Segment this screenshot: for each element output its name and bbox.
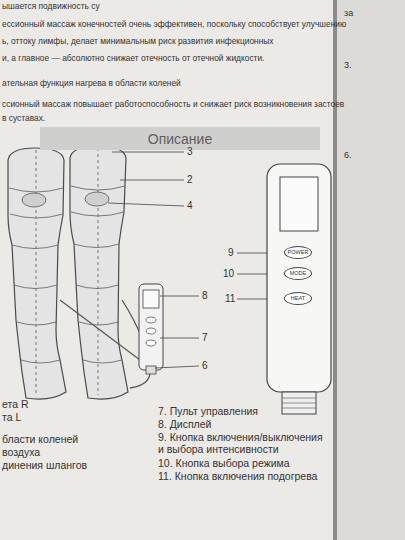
body-text: ательная функция нагрева в области колен… xyxy=(2,79,181,89)
connector-ridges xyxy=(282,398,316,408)
next-page-fragment: 3. xyxy=(344,60,352,70)
knee-pads xyxy=(22,192,109,207)
callout-number: 11 xyxy=(225,293,235,305)
parts-list-item: 10. Кнопка выбора режима xyxy=(158,457,290,469)
air-hoses xyxy=(60,300,150,388)
callout-number: 4 xyxy=(187,200,193,212)
leg-wraps xyxy=(8,146,128,399)
callout-number: 6 xyxy=(202,360,208,372)
mode-button: MODE xyxy=(284,267,312,280)
parts-list-item: воздуха xyxy=(2,446,40,458)
remote-display xyxy=(280,177,318,231)
right-leg-wrap xyxy=(70,146,128,399)
section-band: Описание xyxy=(40,127,320,150)
small-connector xyxy=(146,366,156,374)
next-page-fragment: 6. xyxy=(344,150,352,160)
button-label: MODE xyxy=(290,271,307,277)
parts-list-item: бласти коленей xyxy=(2,433,78,445)
parts-list-item: 11. Кнопка включения подогрева xyxy=(158,470,317,482)
callout-number: 2 xyxy=(187,174,193,186)
left-leg-wrap xyxy=(8,148,66,399)
body-text: ессионный массаж конечностей очень эффек… xyxy=(2,20,346,30)
remote-connector xyxy=(282,392,316,414)
remote-body xyxy=(267,164,331,392)
small-buttons xyxy=(146,317,156,346)
wrap-seams xyxy=(9,148,125,395)
parts-list-item: 8. Дисплей xyxy=(158,418,211,430)
callout-number: 8 xyxy=(202,290,208,302)
power-button: POWER xyxy=(284,246,312,259)
callout-number: 7 xyxy=(202,332,208,344)
callout-number: 10 xyxy=(223,268,234,280)
button-label: POWER xyxy=(288,250,309,256)
section-heading: Описание xyxy=(148,132,212,146)
small-display xyxy=(143,290,159,308)
page-gap xyxy=(333,0,337,540)
heat-button: HEAT xyxy=(284,292,312,305)
parts-list-item: 9. Кнопка включения/выключения и выбора … xyxy=(158,431,330,455)
parts-list-item: динения шлангов xyxy=(2,459,87,471)
body-text: в суставах. xyxy=(2,114,45,124)
parts-list-item: 7. Пульт управления xyxy=(158,405,258,417)
leader-lines xyxy=(108,152,285,368)
button-label: HEAT xyxy=(291,296,305,302)
body-text: ышается подвижность су xyxy=(2,2,100,12)
next-page-fragment: за xyxy=(344,8,353,18)
parts-list-item: ета R xyxy=(2,398,29,410)
parts-list-item: та L xyxy=(2,411,21,423)
body-text: и, а главное — абсолютно снижает отечнос… xyxy=(2,54,264,64)
callout-number: 3 xyxy=(187,146,193,158)
body-text: ссионный массаж повышает работоспособнос… xyxy=(2,100,344,110)
next-page xyxy=(336,0,405,540)
callout-number: 9 xyxy=(228,247,234,259)
body-text: ь, оттоку лимфы, делает минимальным риск… xyxy=(2,37,274,47)
small-remote xyxy=(139,284,163,370)
